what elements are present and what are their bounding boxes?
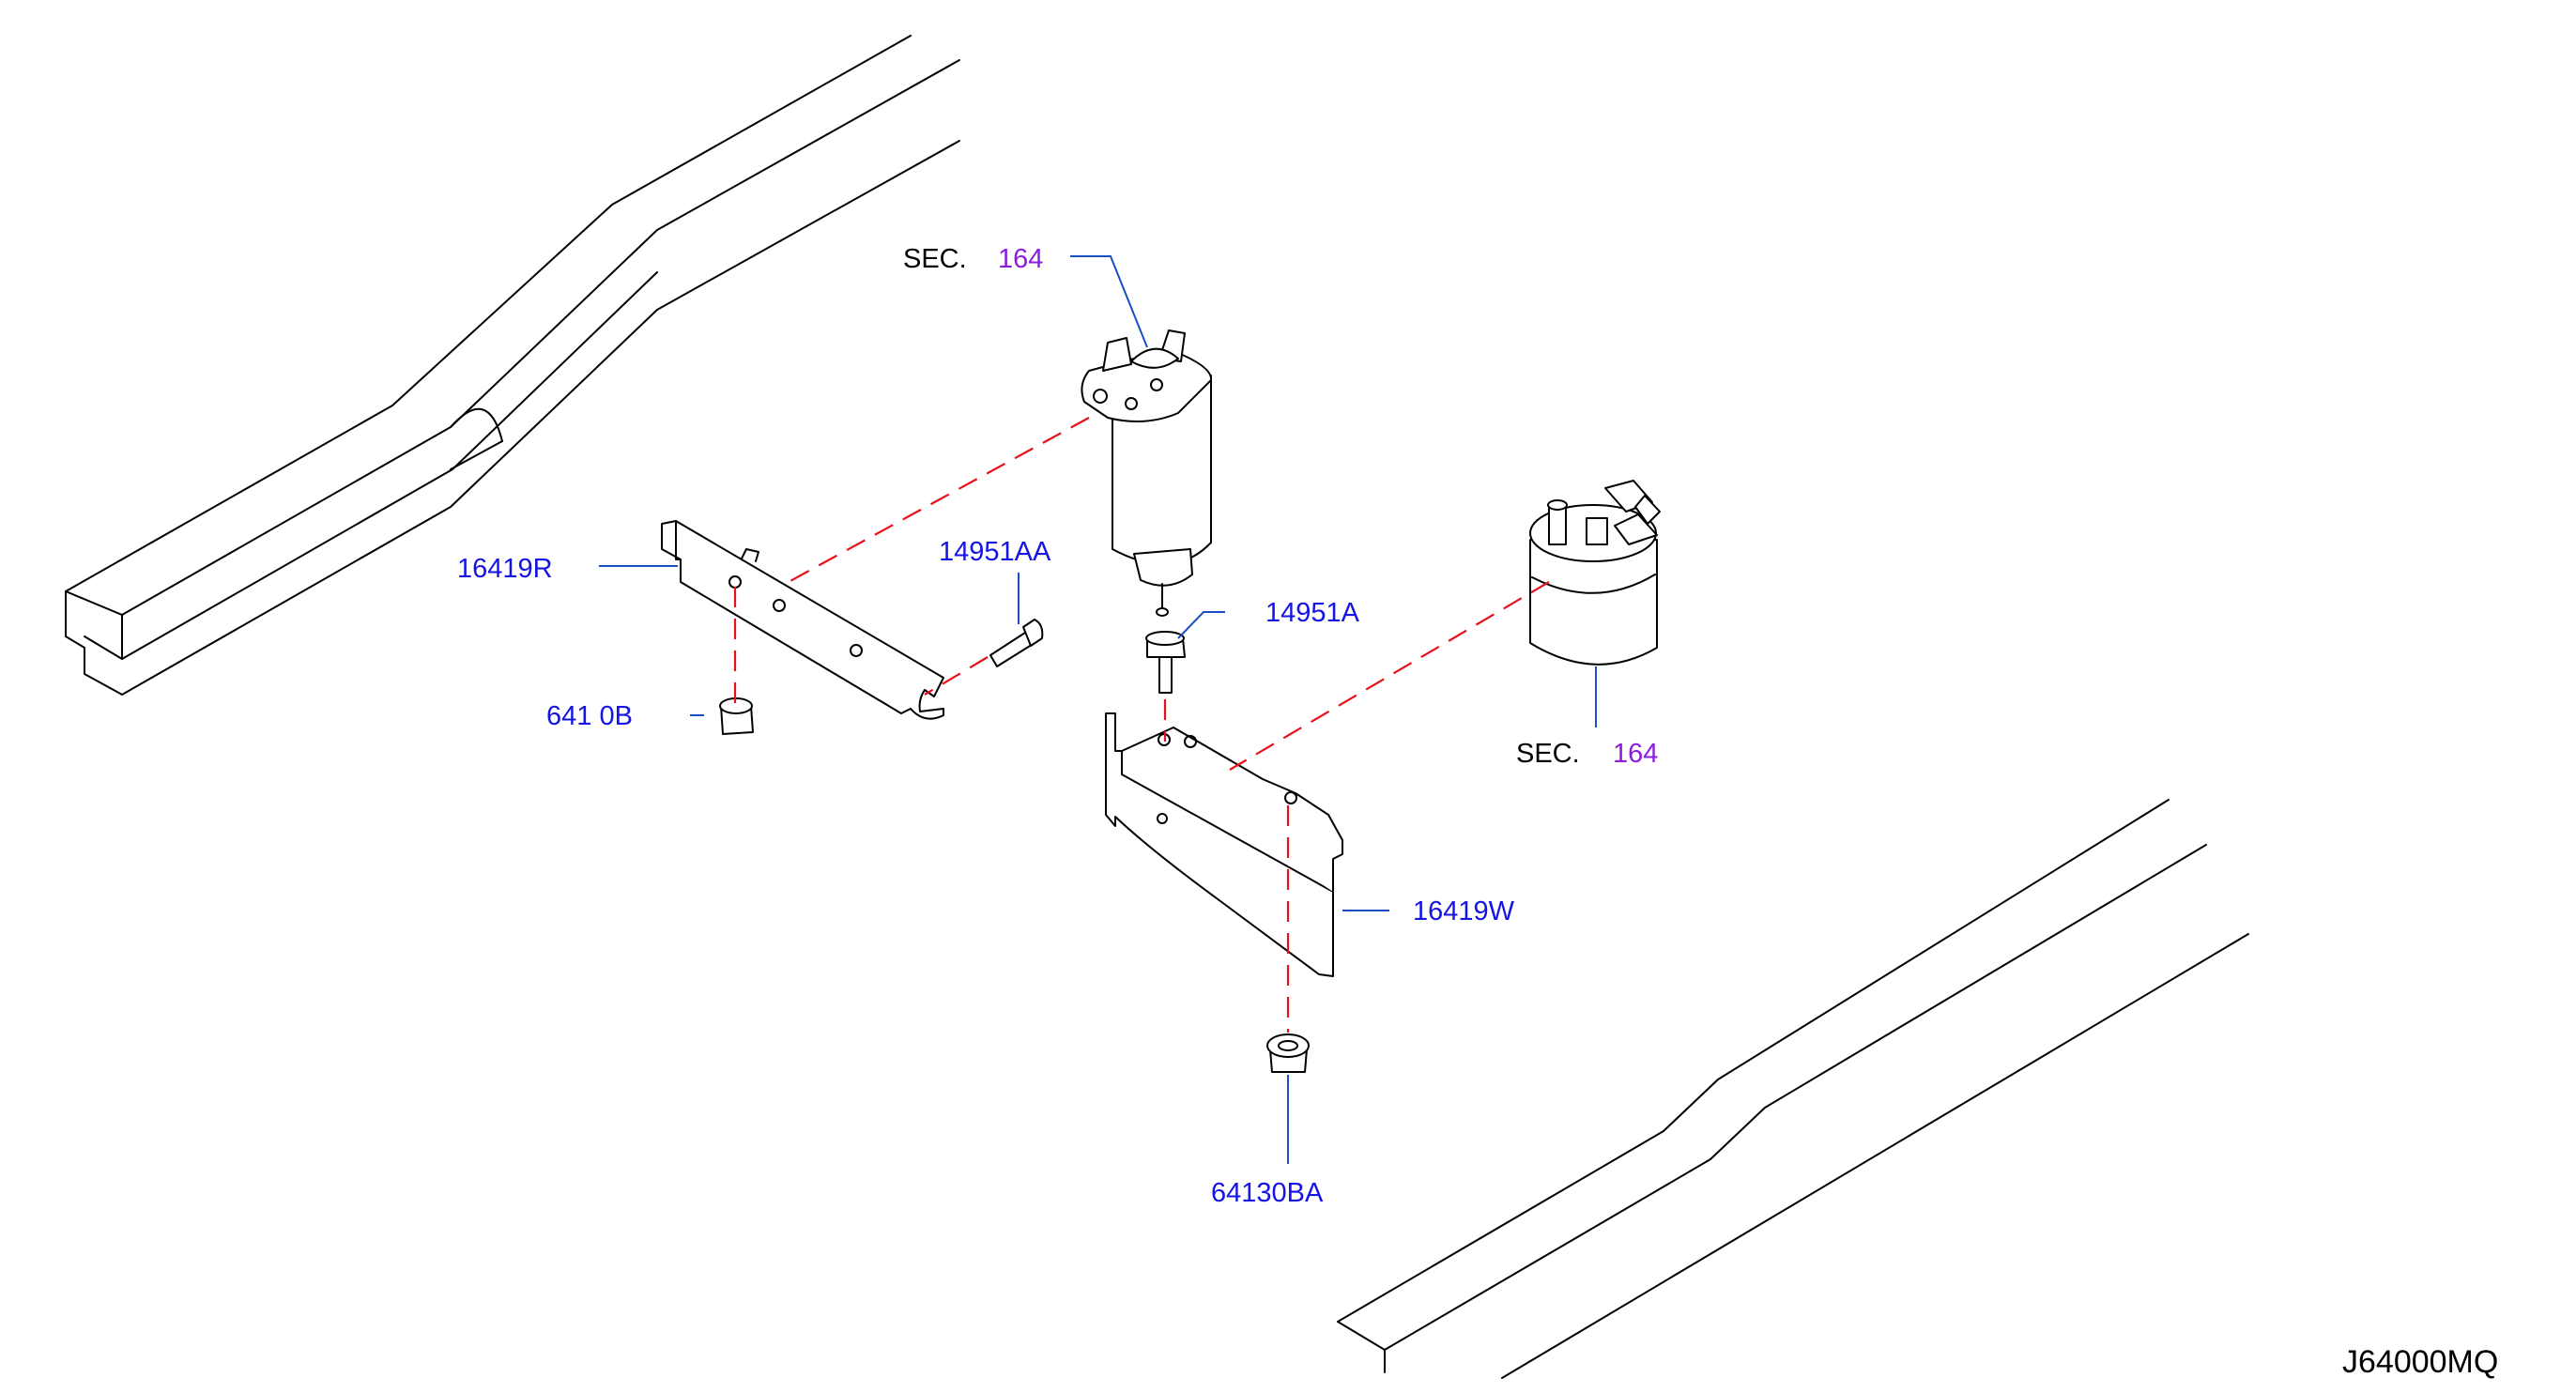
guide-upper-filter xyxy=(788,417,1090,583)
bolt-14951a xyxy=(1145,631,1186,694)
left-frame-rail xyxy=(65,35,960,696)
label-16419w: 16419W xyxy=(1413,896,1515,926)
nut-64130ba xyxy=(1266,1033,1310,1073)
assembly-guides xyxy=(733,417,1550,1033)
leader-14951a xyxy=(1177,611,1225,639)
label-16419r: 16419R xyxy=(457,554,553,584)
right-frame-rail xyxy=(1337,799,2249,1379)
leader-lines xyxy=(599,255,1597,1164)
leader-sec-upper xyxy=(1070,255,1148,348)
label-14951aa: 14951AA xyxy=(939,537,1051,567)
sec-ref-number-lower: 164 xyxy=(1613,739,1658,769)
bracket-16419w xyxy=(1105,712,1343,977)
sec-ref-number-upper: 164 xyxy=(998,244,1043,274)
sec-ref-prefix-lower: SEC. xyxy=(1516,739,1580,769)
label-14951a: 14951A xyxy=(1265,598,1360,628)
guide-bolt-aa xyxy=(924,656,989,696)
labels: SEC. 164 16419R 14951AA 14951A 641 0B SE… xyxy=(457,244,2498,1380)
bracket-16419r xyxy=(661,520,944,720)
fuel-filter-upper xyxy=(1081,329,1213,617)
nut-left xyxy=(719,697,754,735)
label-64130ba: 64130BA xyxy=(1211,1178,1324,1208)
fuel-filter-lower xyxy=(1529,480,1661,666)
sec-ref-prefix-upper: SEC. xyxy=(903,244,967,274)
bolt-14951aa xyxy=(989,619,1044,667)
label-nut-left: 641 0B xyxy=(546,701,633,731)
diagram-code: J64000MQ xyxy=(2342,1344,2498,1380)
